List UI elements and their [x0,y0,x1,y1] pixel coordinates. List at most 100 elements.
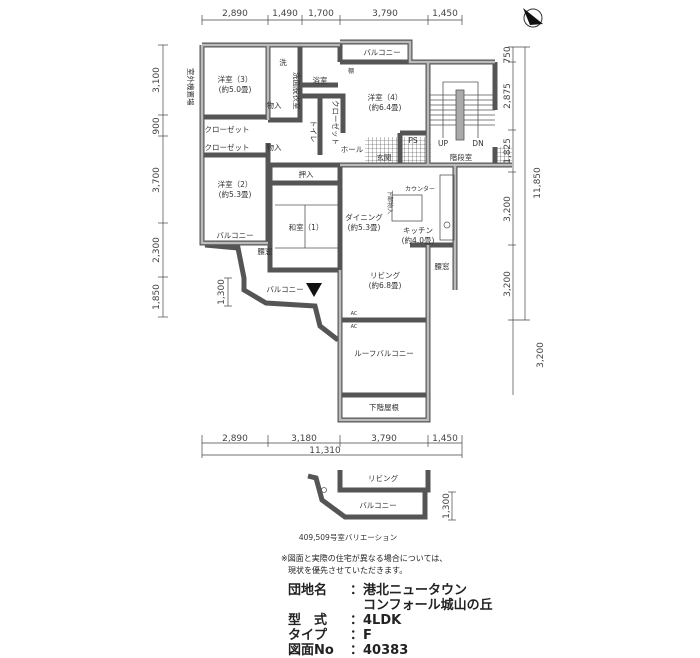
room-hall: ホール [341,145,364,154]
right-dimension-line: 750 2,875 1,825 3,200 3,200 3,200 11,850 [503,46,546,395]
dim-label: 1,700 [308,9,334,19]
dim-label: 2,300 [152,237,162,263]
room-stair: 階段室 [450,152,473,162]
room-bedroom4-size: (約6.4畳) [369,102,402,112]
room-labels: 洋室（3） (約5.0畳) 洋室（2） (約5.3畳) 洋室（4） (約6.4畳… [186,48,484,412]
room-bedroom4: 洋室（4） [368,92,403,102]
window-label-2: 腰窓 [435,261,450,271]
stair-dn: DN [472,139,483,148]
room-dressing: 洗面脱衣室 [292,72,302,110]
dim-label: 2,890 [222,434,248,444]
room-closet-2: クローゼット [205,142,250,152]
room-dining-size: (約5.3畳) [348,222,381,232]
info-row-drawing-no: 図面No ：40383 [288,643,493,658]
info-colon: ： [350,583,364,598]
room-kitchen: キッチン [403,226,433,235]
room-closet-vertical: クローゼット [331,100,341,145]
room-storage-2: 物入 [267,142,282,152]
room-washitsu: 和室（1） [289,222,324,232]
dim-label: 3,180 [291,434,317,444]
room-wash: 洗 [279,57,287,67]
ac-label: AC [351,324,358,330]
room-living-size: (約6.8畳) [369,280,402,290]
info-colon: ： [350,643,364,658]
outdoor-unit-label: 室外機置場 [186,68,196,106]
room-balcony-top: バルコニー [363,48,400,57]
staircase [430,81,495,141]
info-colon: ： [350,613,364,628]
info-key: 図面No [288,643,334,658]
ac-label: AC [351,311,358,317]
dim-label: 1,490 [272,9,298,19]
under-storage-label: 下部物入 [386,190,394,214]
window-label-1: 腰窓 [258,246,273,256]
dim-label: 1,450 [432,9,458,19]
dim-label: 1,450 [432,434,458,444]
info-row-type: 型 式 ：4LDK [288,613,493,628]
info-key: 団地名 [288,583,328,598]
stair-landing-floor [495,147,512,165]
variation-plan: リビング バルコニー 1,300 409,509号室バリエーション [299,470,456,542]
dim-total-label: 11,310 [309,446,341,456]
variation-living: リビング [368,473,398,483]
shelf-label: 棚 [348,67,354,75]
room-ps: PS [408,136,418,145]
info-key: タイプ [288,628,328,643]
top-dimension-line: 2,890 1,490 1,700 3,790 1,450 [201,9,463,25]
room-closet-1: クローゼット [205,124,250,134]
room-bedroom3: 洋室（3） [218,74,253,84]
info-key: 型 式 [288,613,328,628]
entrance-floor [365,137,428,165]
kitchen-counter-label: カウンター [405,185,435,193]
dim-label: 3,100 [152,67,162,93]
room-bedroom2: 洋室（2） [218,179,253,189]
room-living: リビング [370,270,400,280]
room-entrance: 玄関 [377,152,392,162]
dim-label: 2,890 [222,9,248,19]
kitchen-counter [391,174,455,241]
dim-label: 1,850 [152,284,162,310]
room-storage-1: 物入 [267,100,282,110]
info-colon: ： [350,628,364,643]
info-block: 団地名：港北ニュータウン コンフォール城山の丘 型 式：4LDK タイプ：F 図… [288,583,493,658]
tatami-mat-lines [275,204,338,249]
room-lower-roof: 下階屋根 [369,402,399,412]
room-toilet: トイレ [309,120,318,143]
dim-total-label: 11,850 [533,167,543,199]
room-kitchen-size: (約4.0畳) [402,235,435,245]
room-roof-balcony: ルーフバルコニー [354,349,413,358]
info-row-complex-2: コンフォール城山の丘 [288,598,493,613]
variation-caption: 409,509号室バリエーション [299,532,397,542]
dim-label: 3,790 [372,9,398,19]
stair-up: UP [438,139,448,148]
dim-label: 1,300 [217,279,227,305]
bottom-dimension-line: 2,890 3,180 3,790 1,450 11,310 [201,434,463,458]
room-bath: 浴室 [313,75,328,85]
dim-label: 3,200 [503,196,513,222]
info-row-complex: 団地名 ：港北ニュータウン [288,583,493,598]
pipe-shaft-icon [306,283,322,297]
info-value: 港北ニュータウン [363,583,468,598]
info-value: 4LDK [363,613,402,628]
disclaimer-line-1: ※図面と実際の住宅が異なる場合については、 [281,554,448,563]
dim-label: 750 [503,46,513,63]
dim-label: 3,700 [152,167,162,193]
room-dining: ダイニング [345,212,383,222]
dim-label: 3,790 [371,434,397,444]
wall-inner [200,40,512,422]
dim-label: 3,200 [503,271,513,297]
room-bedroom2-size: (約5.3畳) [219,189,252,199]
room-balcony-left: バルコニー [216,231,253,240]
dim-label: 900 [152,117,162,134]
variation-balcony: バルコニー [359,501,396,510]
info-value: 40383 [363,643,409,658]
dim-label: 2,875 [503,83,513,109]
north-arrow-icon [523,8,543,28]
room-bedroom3-size: (約5.0畳) [219,84,252,94]
dim-label: 3,200 [536,342,546,368]
info-value: F [363,628,372,643]
dim-label: 1,300 [442,493,452,519]
info-row-variant: タイプ ：F [288,628,493,643]
disclaimer-line-2: 現状を優先させていただきます。 [288,566,408,575]
